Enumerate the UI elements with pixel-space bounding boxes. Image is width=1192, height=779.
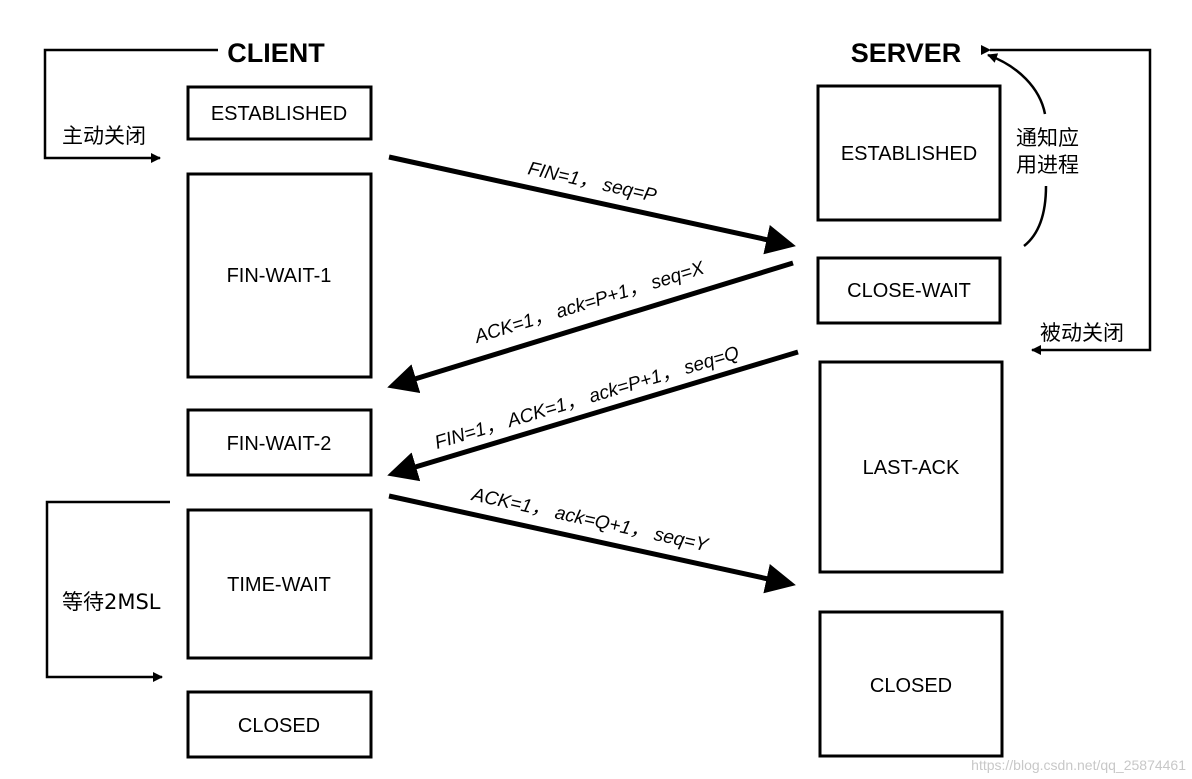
client-state-time-wait: TIME-WAIT [186,508,373,660]
client-state-label: CLOSED [238,715,320,737]
active-close-bracket [43,48,218,163]
client-state-label: FIN-WAIT-1 [227,265,332,287]
server-state-label: CLOSED [870,675,952,697]
notify-app-label-line1: 通知应 [1016,126,1079,150]
server-state-label: LAST-ACK [863,457,960,479]
server-state-closed: CLOSED [818,610,1004,758]
notify-app-label-line2: 用进程 [1016,153,1079,177]
server-title: SERVER [851,38,962,68]
client-title: CLIENT [227,38,325,68]
server-state-last-ack: LAST-ACK [818,360,1004,574]
server-state-label: ESTABLISHED [841,143,977,165]
client-state-established: ESTABLISHED [186,85,373,141]
message-arrow-ack [387,260,794,394]
client-state-label: FIN-WAIT-2 [227,433,332,455]
watermark: https://blog.csdn.net/qq_25874461 [971,757,1186,773]
server-state-established: ESTABLISHED [816,84,1002,222]
client-state-fin-wait-1: FIN-WAIT-1 [186,172,373,379]
message-arrow-fin-ack [387,349,799,482]
message-arrow-fin [388,154,796,255]
passive-close-label: 被动关闭 [1040,321,1124,345]
wait-2msl-bracket [45,500,170,682]
notify-app-curve-top [987,53,1047,115]
client-state-label: TIME-WAIT [227,574,331,596]
message-label-ack: ACK=1， ack=P+1， seq=X [471,258,708,349]
client-state-label: ESTABLISHED [211,103,347,125]
active-close-label: 主动关闭 [62,124,146,148]
server-state-close-wait: CLOSE-WAIT [816,256,1002,325]
notify-app-curve-bottom [1023,185,1048,247]
message-arrow-final-ack [388,493,796,594]
server-state-label: CLOSE-WAIT [847,280,971,302]
wait-2msl-label: 等待2MSL [62,590,161,614]
client-state-fin-wait-2: FIN-WAIT-2 [186,408,373,477]
passive-close-bracket [981,45,1152,355]
client-state-closed: CLOSED [186,690,373,759]
